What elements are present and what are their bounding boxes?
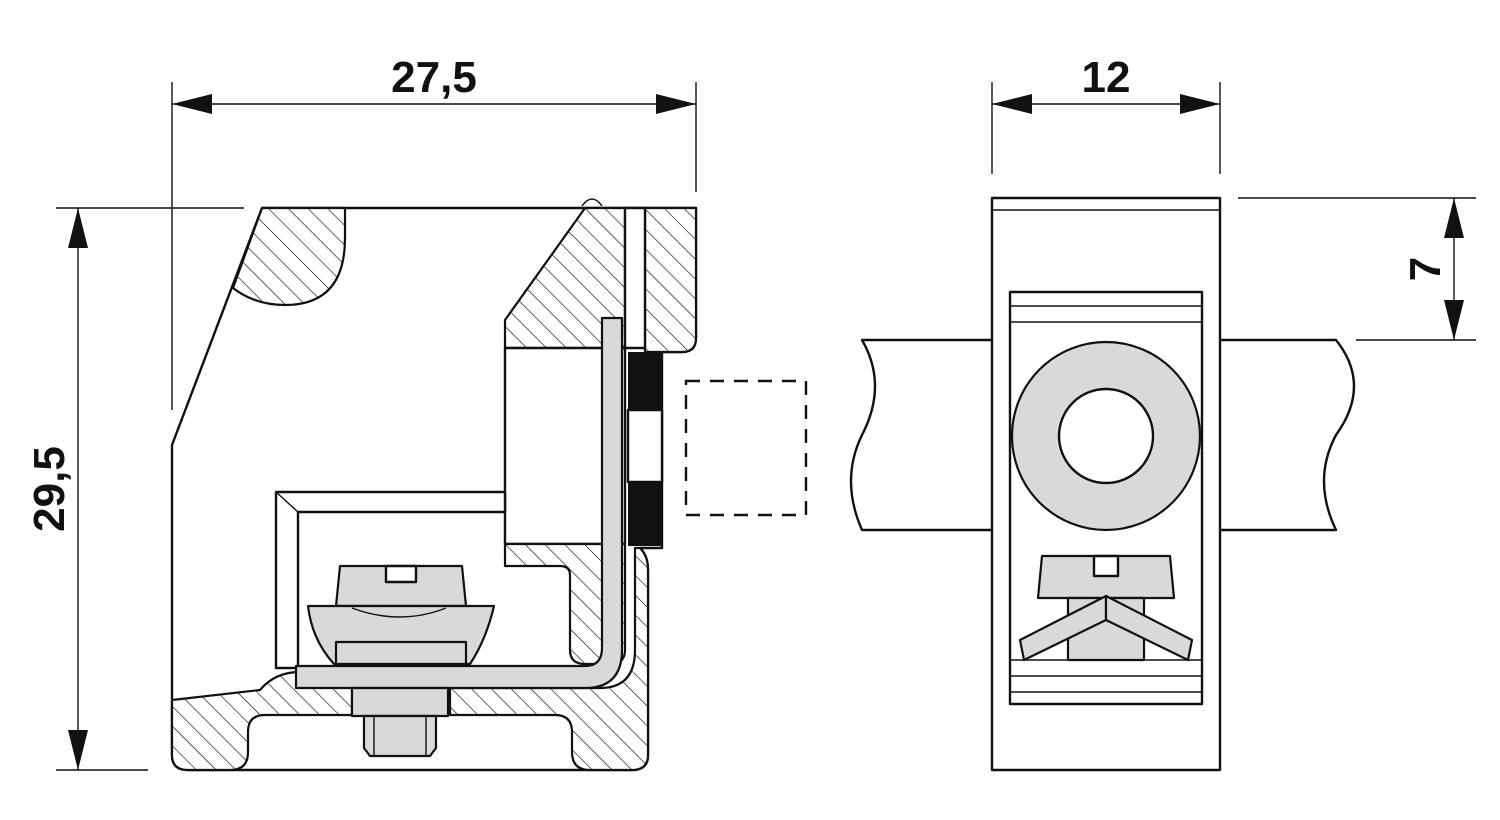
dimension-label-offset-right: 7 (1401, 257, 1450, 281)
dimension-height-left: 29,5 (25, 207, 244, 771)
screw-slot (384, 564, 418, 584)
housing-section-lower-left (170, 670, 354, 772)
latch-nub (581, 198, 603, 207)
side-view (170, 198, 808, 772)
plug-outline-dashed (684, 379, 808, 517)
screw-shank (362, 714, 438, 758)
front-screw-slot (1092, 554, 1120, 578)
terminal-hole (1057, 387, 1155, 485)
housing-section-lower-right (448, 546, 650, 772)
housing-section-middle-right (503, 542, 627, 666)
clamp-wing-right (1104, 594, 1194, 662)
dimension-offset-right: 7 (1238, 197, 1476, 341)
dimension-label-width-left: 27,5 (391, 53, 477, 102)
housing-section-top-left (231, 206, 347, 307)
housing-section-top-right-cap (643, 206, 698, 354)
screw-shank-nut (350, 686, 450, 718)
contact-pad-lower (628, 482, 662, 546)
screw-collar (334, 640, 468, 666)
contact-pad-upper (628, 352, 662, 410)
dimension-width-left: 27,5 (171, 53, 697, 410)
front-view (849, 196, 1356, 772)
dimension-label-height-left: 29,5 (25, 446, 74, 532)
contact-pad-gap (626, 408, 664, 484)
dimension-width-right: 12 (991, 53, 1221, 174)
slot-gap (623, 206, 647, 350)
dimension-label-width-right: 12 (1082, 53, 1131, 102)
